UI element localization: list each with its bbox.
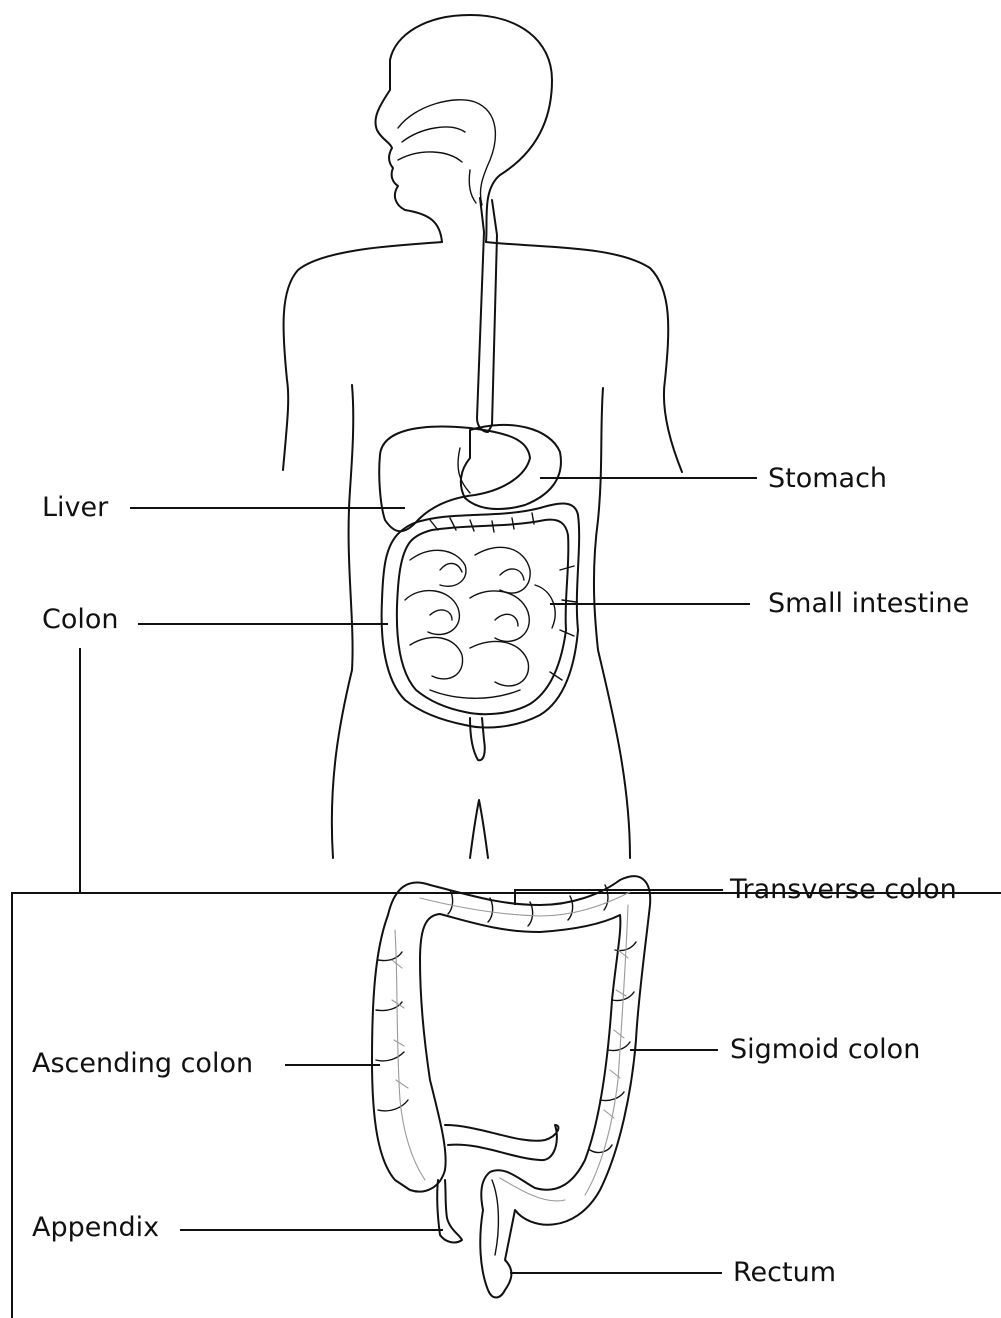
torso-left-outline xyxy=(283,242,442,470)
tongue xyxy=(398,152,462,162)
head-outline xyxy=(375,15,552,242)
label-stomach: Stomach xyxy=(768,463,887,494)
nasal-passage xyxy=(398,100,495,205)
colon-inset-panel xyxy=(12,876,1001,1318)
label-ascending-colon: Ascending colon xyxy=(32,1048,253,1079)
label-liver: Liver xyxy=(42,492,109,523)
left-side-outline xyxy=(332,385,353,858)
labels: Stomach Liver Small intestine Colon Tran… xyxy=(32,463,969,1288)
label-sigmoid-colon: Sigmoid colon xyxy=(730,1034,920,1065)
top-leader-lines xyxy=(80,478,757,893)
label-rectum: Rectum xyxy=(733,1257,836,1288)
label-colon: Colon xyxy=(42,604,119,635)
label-transverse-colon: Transverse colon xyxy=(729,874,957,905)
small-intestine-organ xyxy=(382,504,580,761)
label-small-intestine: Small intestine xyxy=(768,588,969,619)
large-intestine xyxy=(372,876,650,1297)
label-appendix: Appendix xyxy=(32,1212,159,1243)
throat xyxy=(469,170,476,203)
crotch-outline xyxy=(470,800,488,858)
torso-right-outline xyxy=(486,242,682,472)
palate xyxy=(402,127,465,142)
right-side-outline xyxy=(594,388,630,858)
